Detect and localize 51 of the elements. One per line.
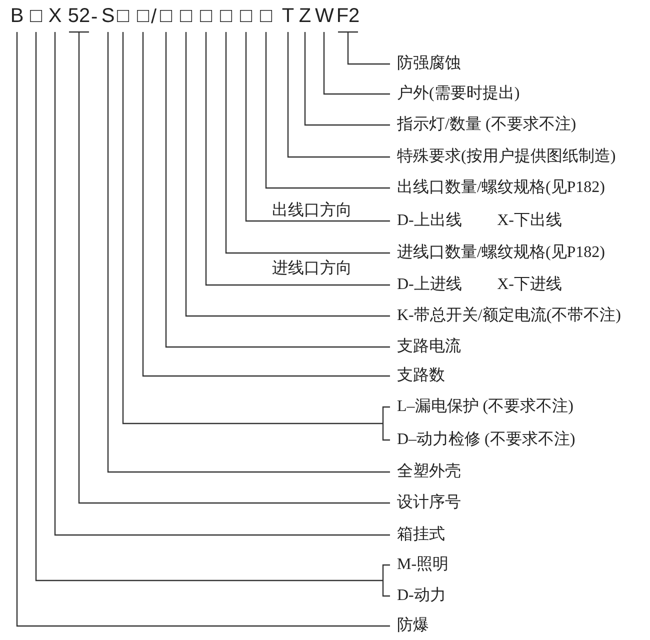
code-character: □: [197, 5, 215, 32]
leader-line: [225, 32, 390, 254]
description-text: D-上出线 X-下出线: [390, 210, 562, 232]
description-text: L–漏电保护 (不要求不注): [390, 396, 574, 418]
edge-label: 出线口方向: [272, 201, 352, 221]
description-text: 户外(需要时提出): [390, 83, 520, 105]
code-character: X: [46, 5, 64, 32]
leader-line: [245, 32, 390, 222]
description-text: 设计序号: [390, 492, 461, 514]
description-text: 出线口数量/螺纹规格(见P182): [390, 177, 605, 199]
code-character: □: [257, 5, 275, 32]
code-character: □: [114, 5, 132, 32]
description-text: M-照明: [390, 554, 449, 576]
leader-line: [287, 32, 390, 158]
code-character: 52: [66, 5, 92, 32]
description-text: 进线口数量/螺纹规格(见P182): [390, 242, 605, 264]
description-text: 箱挂式: [390, 524, 445, 546]
code-character: □: [134, 5, 152, 32]
code-character: Z: [296, 5, 314, 32]
leader-line: [323, 32, 390, 95]
code-character: F2: [335, 5, 361, 32]
edge-label: 进线口方向: [272, 259, 352, 279]
description-text: 防强腐蚀: [390, 53, 461, 75]
description-text: 全塑外壳: [390, 461, 461, 483]
description-text: 支路电流: [390, 336, 461, 358]
leader-line: [142, 32, 390, 377]
description-text: D-动力: [390, 585, 446, 607]
description-text: K-带总开关/额定电流(不带不注): [390, 305, 621, 327]
code-character: S: [99, 5, 117, 32]
separator-sign: /: [151, 5, 157, 29]
code-character: T: [279, 5, 297, 32]
code-character: □: [217, 5, 235, 32]
code-character: □: [27, 5, 45, 32]
description-text: 特殊要求(按用户提供图纸制造): [390, 146, 616, 168]
leader-line: [265, 32, 390, 189]
description-text: 支路数: [390, 365, 445, 387]
leader-line: [337, 31, 391, 65]
code-character: B: [8, 5, 26, 32]
leader-line: [304, 32, 390, 126]
leader-line: [205, 32, 390, 286]
code-character: □: [237, 5, 255, 32]
code-character: W: [315, 5, 333, 32]
leader-line: [165, 32, 390, 348]
code-character: □: [157, 5, 175, 32]
description-text: 指示灯/数量 (不要求不注): [390, 114, 576, 136]
leader-line: [185, 32, 390, 317]
description-text: D–动力检修 (不要求不注): [390, 429, 576, 451]
code-character: □: [177, 5, 195, 32]
description-text: 防爆: [390, 615, 429, 637]
description-text: D-上进线 X-下进线: [390, 274, 562, 296]
separator-sign: -: [91, 5, 98, 29]
